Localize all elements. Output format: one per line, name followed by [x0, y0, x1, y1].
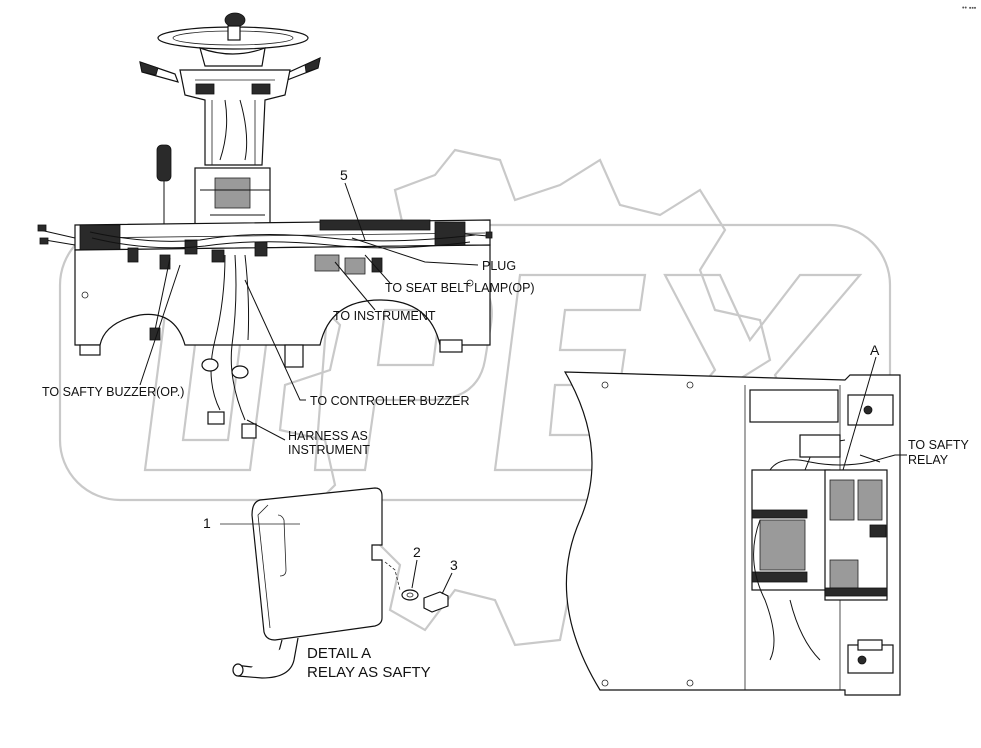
callout-5: 5 — [340, 167, 348, 183]
leader-lines-left — [139, 182, 479, 441]
label-safety-relay-line2: RELAY — [908, 453, 949, 467]
corner-mark: •• ▪▪▪ — [962, 5, 977, 12]
labels-detail: 1 2 3 DETAIL A RELAY AS SAFTY — [203, 515, 458, 681]
detail-title-line2: RELAY AS SAFTY — [307, 664, 431, 681]
leader-lines-right — [842, 356, 907, 471]
detail-title-line1: DETAIL A — [307, 645, 371, 662]
labels-right: A TO SAFTY RELAY — [870, 342, 970, 467]
controller-compartment — [563, 371, 901, 696]
label-harness-line2: INSTRUMENT — [288, 443, 370, 457]
callout-2: 2 — [413, 544, 421, 560]
label-safety-relay-line1: TO SAFTY — [908, 438, 970, 452]
callout-1: 1 — [203, 515, 211, 531]
callout-3: 3 — [450, 557, 458, 573]
label-harness-line1: HARNESS AS — [288, 429, 368, 443]
watermark-gear — [278, 148, 772, 647]
callout-A: A — [870, 342, 880, 358]
steering-column-assembly — [37, 12, 493, 439]
label-instrument: TO INSTRUMENT — [333, 309, 436, 323]
label-safety-buzzer: TO SAFTY BUZZER(OP.) — [42, 385, 184, 399]
labels-left: 5 PLUG TO SEAT BELT LAMP(OP) TO INSTRUME… — [42, 167, 535, 457]
relay-detail — [220, 487, 453, 679]
label-plug: PLUG — [482, 259, 516, 273]
label-controller-buzzer: TO CONTROLLER BUZZER — [310, 394, 470, 408]
label-seat-belt-lamp: TO SEAT BELT LAMP(OP) — [385, 281, 535, 295]
